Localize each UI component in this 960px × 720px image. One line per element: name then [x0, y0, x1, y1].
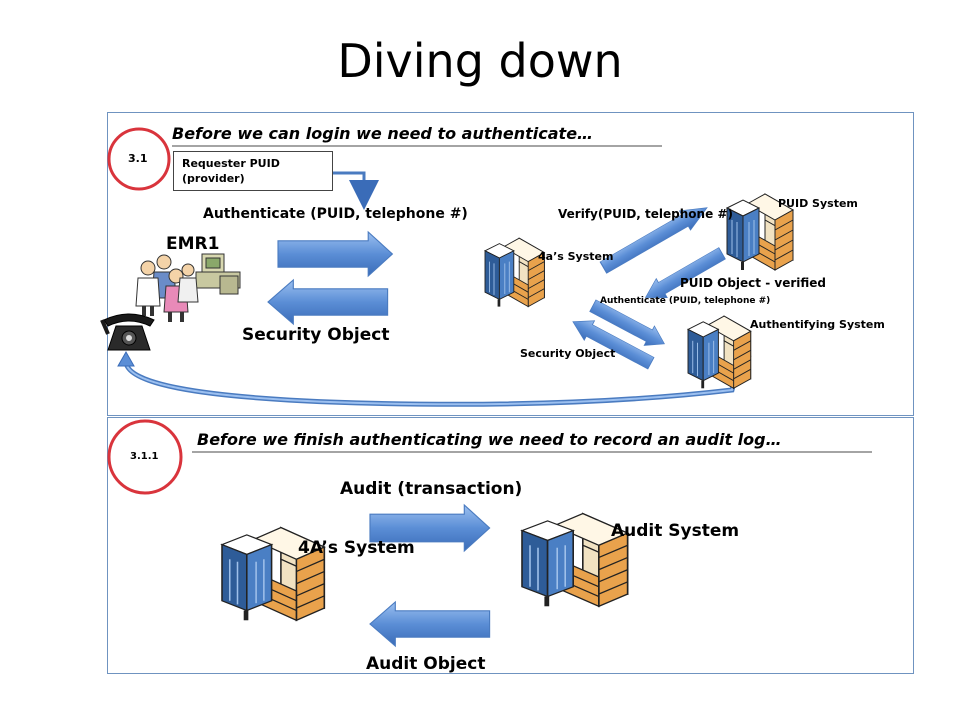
audit-object-label: Audit Object [366, 654, 486, 674]
authentifying-system-label: Authentifying System [750, 318, 885, 331]
step-circle-3-1 [107, 127, 171, 191]
audit-transaction-label: Audit (transaction) [340, 479, 523, 499]
authenticate-small-label: Authenticate (PUID, telephone #) [600, 296, 771, 306]
server-building-icon [687, 315, 752, 389]
step-label-3-1: 3.1 [128, 152, 148, 165]
page-title: Diving down [337, 34, 623, 88]
step-circle-3-1-1 [107, 419, 183, 495]
puid-object-label: PUID Object - verified [680, 276, 826, 290]
security-object-small-label: Security Object [520, 347, 616, 360]
telephone-icon [100, 313, 155, 351]
fours-system-bottom-label: 4A’s System [298, 538, 415, 558]
authenticate-label: Authenticate (PUID, telephone #) [203, 206, 468, 222]
audit-object-arrow [369, 601, 491, 647]
audit-system-label: Audit System [611, 521, 740, 541]
emr-label: EMR1 [166, 234, 220, 254]
requester-puid-box: Requester PUID (provider) [173, 151, 333, 191]
bottom-heading: Before we finish authenticating we need … [197, 430, 782, 449]
people-computer-icon [135, 253, 241, 322]
requester-connector-arrow [332, 171, 379, 210]
authenticate-arrow-right [277, 231, 393, 277]
security-object-label: Security Object [242, 325, 390, 345]
step-label-3-1-1: 3.1.1 [130, 451, 159, 462]
requester-line-2: (provider) [182, 172, 245, 185]
fours-system-label: 4a’s System [538, 250, 614, 263]
server-building-icon [484, 237, 545, 308]
requester-line-1: Requester PUID [182, 157, 280, 170]
puid-system-label: PUID System [778, 197, 858, 210]
top-heading: Before we can login we need to authentic… [172, 124, 594, 143]
verify-label: Verify(PUID, telephone #) [558, 207, 733, 221]
security-object-arrow-left [267, 279, 389, 325]
